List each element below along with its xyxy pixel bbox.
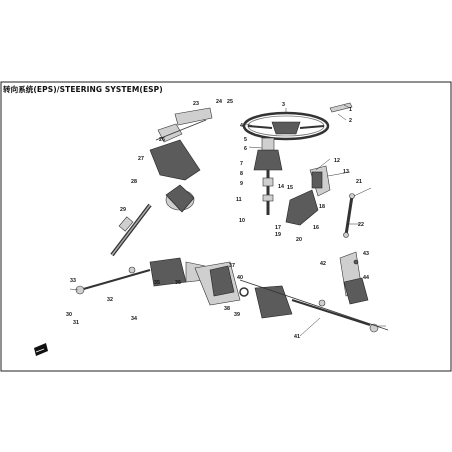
callout-30: 30 bbox=[66, 312, 72, 318]
callout-2: 2 bbox=[349, 118, 352, 124]
callout-37: 37 bbox=[229, 263, 235, 269]
callout-4: 4 bbox=[240, 123, 243, 129]
bracket-assembly bbox=[339, 251, 369, 305]
callout-23: 23 bbox=[193, 101, 199, 107]
callout-28: 28 bbox=[131, 179, 137, 185]
callout-5: 5 bbox=[244, 137, 247, 143]
callout-8: 8 bbox=[240, 171, 243, 177]
callout-38: 38 bbox=[224, 306, 230, 312]
callout-32: 32 bbox=[107, 297, 113, 303]
callout-9: 9 bbox=[240, 181, 243, 187]
wheel-cover bbox=[329, 102, 353, 113]
callout-22: 22 bbox=[358, 222, 364, 228]
callout-20: 20 bbox=[296, 237, 302, 243]
callout-21: 21 bbox=[356, 179, 362, 185]
leader-lines bbox=[69, 104, 386, 337]
callout-7: 7 bbox=[240, 161, 243, 167]
right-tie-rod bbox=[239, 279, 389, 333]
steering-rack bbox=[194, 261, 249, 306]
callout-40: 40 bbox=[237, 275, 243, 281]
callout-33: 33 bbox=[70, 278, 76, 284]
callout-13: 13 bbox=[343, 169, 349, 175]
frame-border bbox=[0, 81, 452, 372]
callout-29: 29 bbox=[120, 207, 126, 213]
steering-column bbox=[253, 137, 331, 226]
callout-34: 34 bbox=[131, 316, 137, 322]
callout-labels: 1 2 3 4 5 6 7 8 9 10 11 12 13 14 15 16 1… bbox=[66, 99, 369, 340]
callout-35: 35 bbox=[154, 280, 160, 286]
callout-6: 6 bbox=[244, 146, 247, 152]
callout-16: 16 bbox=[313, 225, 319, 231]
callout-18: 18 bbox=[319, 204, 325, 210]
eps-motor-assembly bbox=[149, 107, 213, 213]
callout-12: 12 bbox=[334, 158, 340, 164]
callout-43: 43 bbox=[363, 251, 369, 257]
left-tie-rod bbox=[75, 257, 206, 295]
callout-14: 14 bbox=[278, 184, 284, 190]
callout-26: 26 bbox=[159, 137, 165, 143]
tilt-rod bbox=[344, 195, 354, 236]
callout-11: 11 bbox=[236, 197, 242, 203]
diagram-title: 转向系统(EPS)/STEERING SYSTEM(ESP) bbox=[3, 85, 163, 94]
callout-39: 39 bbox=[234, 312, 240, 318]
callout-42: 42 bbox=[320, 261, 326, 267]
callout-3: 3 bbox=[282, 102, 285, 108]
front-arrow-icon bbox=[34, 343, 48, 356]
callout-1: 1 bbox=[349, 107, 352, 113]
callout-27: 27 bbox=[138, 156, 144, 162]
callout-19: 19 bbox=[275, 232, 281, 238]
intermediate-shaft bbox=[110, 203, 152, 257]
callout-31: 31 bbox=[73, 320, 79, 326]
callout-25: 25 bbox=[227, 99, 233, 105]
callout-24: 24 bbox=[216, 99, 222, 105]
callout-44: 44 bbox=[363, 275, 369, 281]
callout-41: 41 bbox=[294, 334, 300, 340]
callout-10: 10 bbox=[239, 218, 245, 224]
callout-17: 17 bbox=[275, 225, 281, 231]
callout-15: 15 bbox=[287, 185, 293, 191]
callout-36: 36 bbox=[175, 280, 181, 286]
steering-wheel bbox=[242, 111, 330, 141]
